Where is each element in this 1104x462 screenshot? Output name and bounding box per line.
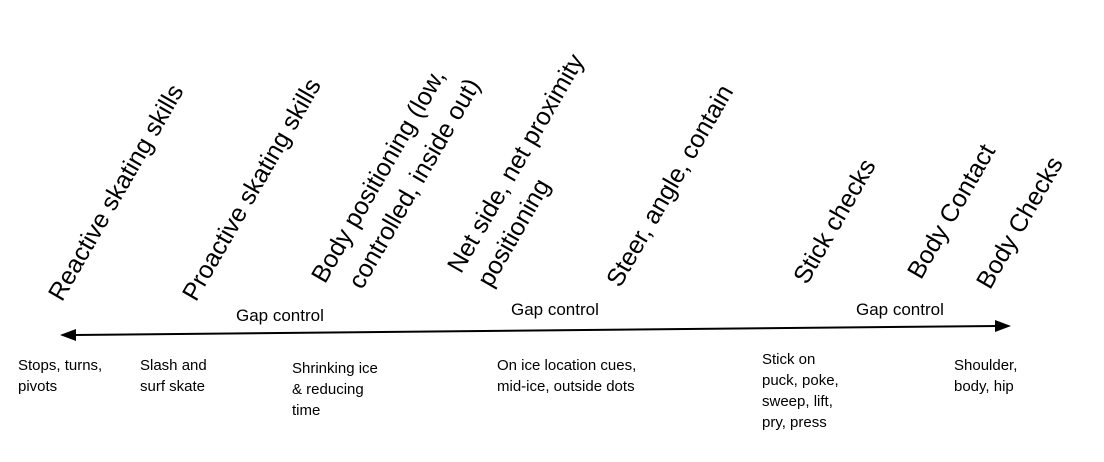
description-net-side: On ice location cues, mid-ice, outside d… [497,357,637,395]
arrow-head-left-icon [60,329,76,341]
description-body-positioning: Shrinking ice & reducing time [292,360,378,419]
description-reactive: Stops, turns, pivots [18,357,103,395]
arrow-head-right-icon [995,320,1011,332]
gap-control-label: Gap control [236,306,324,325]
gap-control-label: Gap control [856,300,944,319]
gap-control-label: Gap control [511,300,599,319]
description-proactive: Slash and surf skate [140,357,207,395]
continuum-line [73,325,999,336]
description-stick-checks: Stick on puck, poke, sweep, lift, pry, p… [762,351,839,431]
description-body-checks: Shoulder, body, hip [954,357,1018,395]
